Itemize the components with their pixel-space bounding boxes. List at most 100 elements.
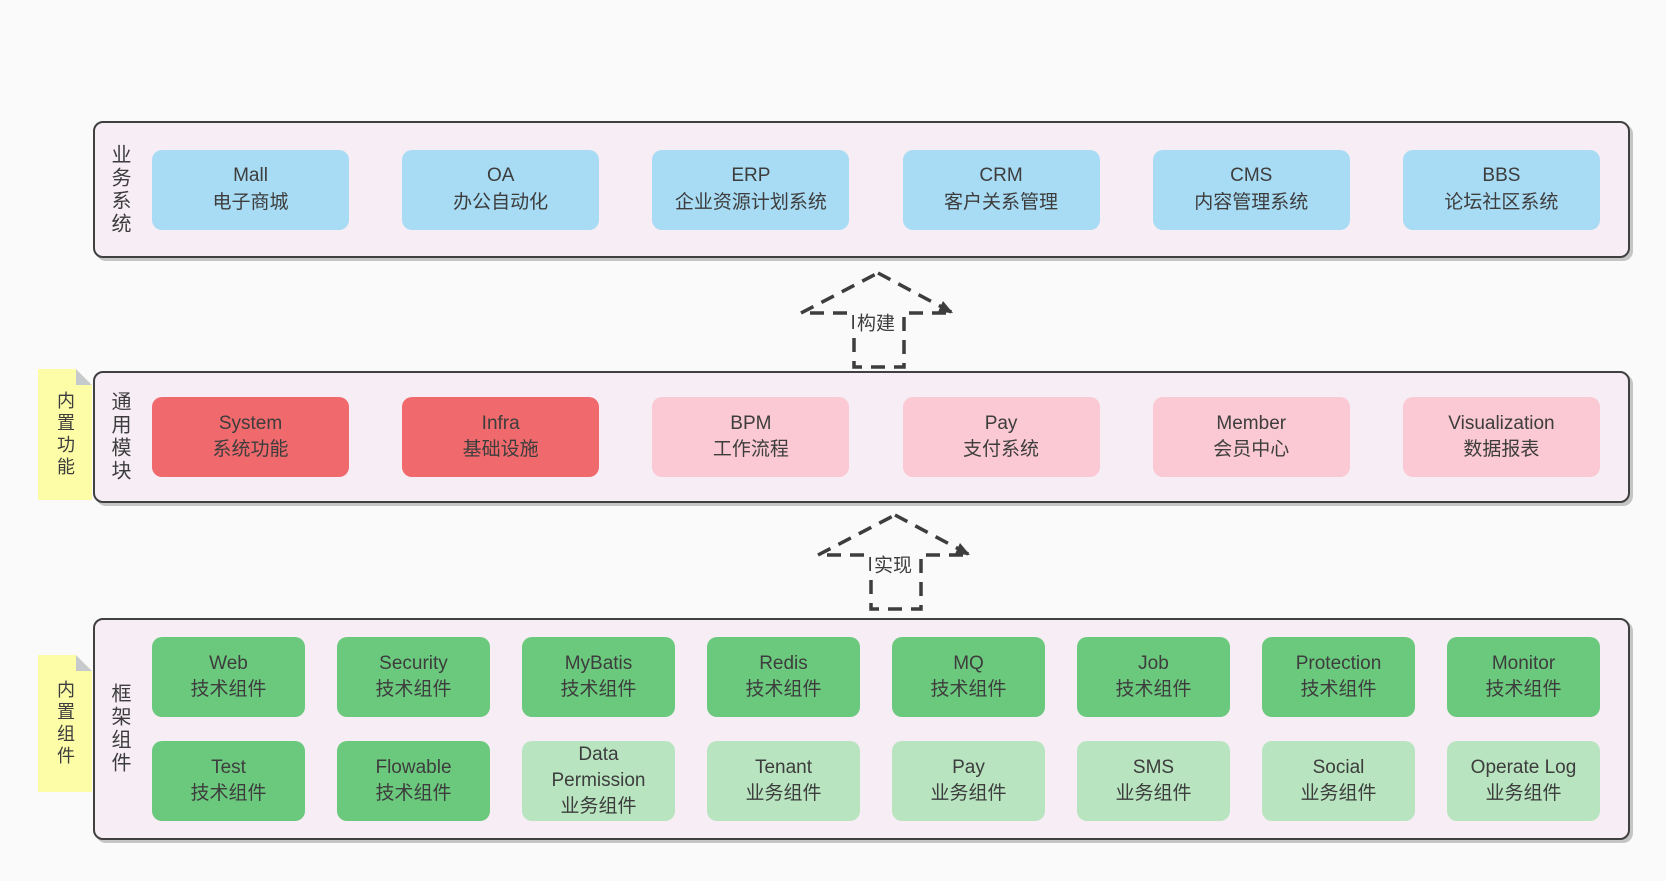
- common-modules-row: System 系统功能 Infra 基础设施 BPM 工作流程 Pay 支付系统…: [144, 373, 1628, 501]
- box-title: Security: [379, 652, 448, 674]
- box-title: OA: [486, 165, 515, 187]
- box-flowable: Flowable 技术组件: [337, 741, 490, 821]
- box-cms: CMS 内容管理系统: [1152, 149, 1350, 230]
- box-protection: Protection 技术组件: [1262, 637, 1415, 717]
- sticky-note-built-in-functions: 内置功能: [38, 369, 92, 500]
- arrow-implement-label: 实现: [870, 549, 916, 579]
- box-title: Monitor: [1491, 652, 1556, 674]
- box-title: Redis: [759, 652, 808, 674]
- box-title: Visualization: [1448, 412, 1555, 434]
- box-title: Tenant: [754, 756, 813, 778]
- box-title: Social: [1312, 756, 1365, 778]
- box-title: Protection: [1295, 652, 1382, 674]
- box-tenant: Tenant 业务组件: [707, 741, 860, 821]
- common-modules-container: 通用模块 System 系统功能 Infra 基础设施 BPM 工作流程 Pay…: [93, 371, 1630, 503]
- box-subtitle: 业务组件: [1115, 783, 1192, 804]
- box-member: Member 会员中心: [1152, 397, 1350, 477]
- arrow-build-label: 构建: [853, 307, 899, 337]
- business-systems-container: 业务系统 Mall 电子商城 OA 办公自动化 ERP 企业资源计划系统 CRM…: [93, 121, 1630, 258]
- box-title: Mall: [233, 165, 268, 187]
- arrow-implement: 实现: [813, 512, 973, 612]
- box-title: System: [218, 412, 283, 434]
- note-text: 内置组件: [55, 679, 75, 768]
- box-subtitle: 技术组件: [745, 679, 822, 700]
- box-subtitle: 内容管理系统: [1194, 191, 1309, 213]
- note-fold-corner-icon: [76, 369, 92, 385]
- box-title: BPM: [730, 412, 772, 434]
- framework-row-2: Test 技术组件 Flowable 技术组件 Data Permission …: [152, 741, 1600, 821]
- box-redis: Redis 技术组件: [707, 637, 860, 717]
- box-subtitle: 技术组件: [1300, 679, 1377, 700]
- box-data-permission: Data Permission 业务组件: [522, 741, 675, 821]
- box-sms: SMS 业务组件: [1077, 741, 1230, 821]
- box-oa: OA 办公自动化: [402, 149, 600, 230]
- box-subtitle: 会员中心: [1213, 439, 1290, 460]
- box-subtitle: 技术组件: [1485, 679, 1562, 700]
- box-subtitle: 技术组件: [375, 783, 452, 804]
- note-fold-corner-icon: [76, 655, 92, 671]
- box-subtitle: 技术组件: [930, 679, 1007, 700]
- box-bbs: BBS 论坛社区系统: [1402, 149, 1600, 230]
- box-crm: CRM 客户关系管理: [902, 149, 1100, 230]
- box-monitor: Monitor 技术组件: [1447, 637, 1600, 717]
- framework-components-label: 框架组件: [95, 620, 144, 838]
- box-mybatis: MyBatis 技术组件: [522, 637, 675, 717]
- box-subtitle: 技术组件: [190, 783, 267, 804]
- box-subtitle: 业务组件: [560, 796, 637, 818]
- box-title: CMS: [1230, 165, 1273, 187]
- box-title: Infra: [481, 412, 520, 434]
- box-subtitle: 技术组件: [1115, 679, 1192, 700]
- box-title: ERP: [731, 165, 771, 187]
- framework-components-grid: Web 技术组件 Security 技术组件 MyBatis 技术组件 Redi…: [144, 620, 1628, 838]
- box-pay-component: Pay 业务组件: [892, 741, 1045, 821]
- common-modules-label: 通用模块: [95, 373, 144, 501]
- box-subtitle: 业务组件: [1485, 783, 1562, 804]
- box-job: Job 技术组件: [1077, 637, 1230, 717]
- box-title: Flowable: [375, 756, 452, 778]
- box-mall: Mall 电子商城: [152, 149, 349, 230]
- box-title: BBS: [1482, 165, 1521, 187]
- box-subtitle: 电子商城: [212, 191, 289, 213]
- box-title: Pay: [984, 412, 1018, 434]
- box-subtitle: 工作流程: [712, 439, 789, 460]
- layer-label-text: 框架组件: [108, 683, 130, 775]
- box-visualization: Visualization 数据报表: [1402, 397, 1600, 477]
- framework-row-1: Web 技术组件 Security 技术组件 MyBatis 技术组件 Redi…: [152, 637, 1600, 717]
- box-subtitle: 支付系统: [963, 439, 1040, 460]
- box-subtitle: 技术组件: [560, 679, 637, 700]
- business-systems-label: 业务系统: [95, 123, 144, 256]
- box-title: Pay: [952, 756, 985, 778]
- box-social: Social 业务组件: [1262, 741, 1415, 821]
- box-subtitle: 论坛社区系统: [1444, 191, 1559, 213]
- box-title: Test: [211, 756, 246, 778]
- box-web: Web 技术组件: [152, 637, 305, 717]
- box-title: Data Permission: [551, 743, 646, 791]
- box-title: CRM: [979, 165, 1023, 187]
- arrow-build: 构建: [796, 270, 956, 370]
- framework-components-container: 框架组件 Web 技术组件 Security 技术组件 MyBatis 技术组件…: [93, 618, 1630, 840]
- box-title: SMS: [1132, 756, 1175, 778]
- box-subtitle: 数据报表: [1463, 439, 1540, 460]
- box-title: Operate Log: [1470, 756, 1577, 778]
- business-systems-row: Mall 电子商城 OA 办公自动化 ERP 企业资源计划系统 CRM 客户关系…: [144, 123, 1628, 256]
- box-pay-module: Pay 支付系统: [902, 397, 1100, 477]
- note-text: 内置功能: [55, 390, 75, 479]
- box-infra: Infra 基础设施: [402, 397, 600, 477]
- box-subtitle: 企业资源计划系统: [674, 191, 827, 213]
- box-title: Job: [1138, 652, 1169, 674]
- box-system: System 系统功能: [152, 397, 349, 477]
- box-subtitle: 技术组件: [375, 679, 452, 700]
- box-test: Test 技术组件: [152, 741, 305, 821]
- box-erp: ERP 企业资源计划系统: [652, 149, 850, 230]
- layer-label-text: 通用模块: [108, 391, 130, 483]
- box-title: Web: [209, 652, 248, 674]
- box-mq: MQ 技术组件: [892, 637, 1045, 717]
- layer-label-text: 业务系统: [108, 143, 130, 236]
- box-subtitle: 业务组件: [930, 783, 1007, 804]
- box-subtitle: 基础设施: [462, 439, 539, 460]
- box-subtitle: 客户关系管理: [944, 191, 1059, 213]
- box-security: Security 技术组件: [337, 637, 490, 717]
- box-operate-log: Operate Log 业务组件: [1447, 741, 1600, 821]
- box-subtitle: 系统功能: [212, 439, 289, 460]
- box-title: MQ: [953, 652, 984, 674]
